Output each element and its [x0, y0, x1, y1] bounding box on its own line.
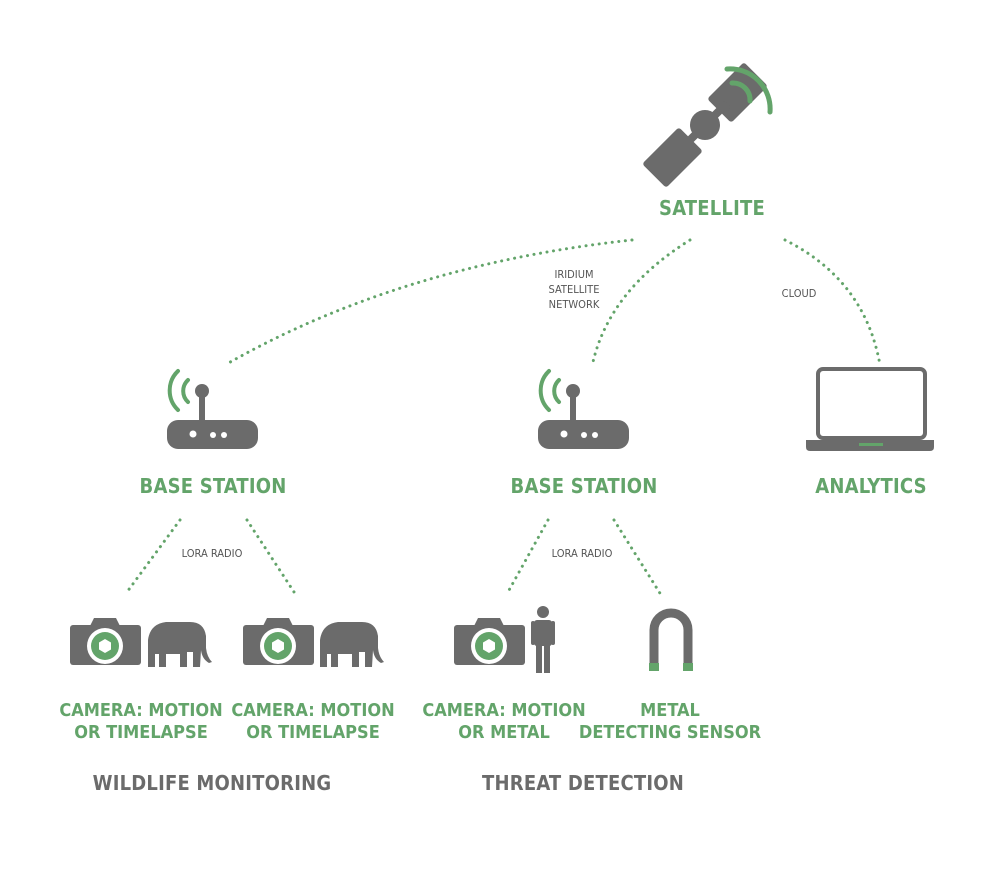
iridium-network-label: IRIDIUM SATELLITE NETWORK [549, 268, 600, 313]
camera-2-label-line-1: CAMERA: MOTION [231, 700, 395, 721]
link-base-right-camera-3 [506, 518, 550, 594]
base-station-right-label: BASE STATION [510, 474, 658, 498]
cloud-label: CLOUD [781, 287, 817, 300]
laptop-icon [806, 367, 934, 451]
metal-sensor-label-line-1: METAL [640, 700, 700, 721]
iridium-label-line-3: NETWORK [548, 297, 600, 311]
camera-3-label-line-1: CAMERA: MOTION [422, 700, 586, 721]
lora-radio-right-label: LORA RADIO [551, 547, 613, 560]
metal-sensor-label: METAL DETECTING SENSOR [579, 700, 761, 743]
satellite-icon [643, 63, 773, 187]
camera-2-label: CAMERA: MOTION OR TIMELAPSE [231, 700, 394, 743]
link-base-left-camera-1 [125, 518, 182, 594]
camera-2-label-line-2: OR TIMELAPSE [246, 721, 380, 743]
elephant-icon [320, 622, 384, 667]
magnet-icon [649, 608, 693, 671]
camera-3-label: CAMERA: MOTION OR METAL [422, 700, 585, 743]
camera-icon [454, 618, 525, 665]
camera-1-label-line-1: CAMERA: MOTION [59, 700, 223, 721]
elephant-icon [148, 622, 212, 667]
link-base-left-camera-2 [245, 518, 298, 597]
camera-1-label: CAMERA: MOTION OR TIMELAPSE [59, 700, 222, 743]
router-icon [538, 369, 629, 449]
iridium-label-line-2: SATELLITE [548, 282, 600, 296]
camera-3-label-line-2: OR METAL [458, 721, 550, 743]
camera-icon [70, 618, 141, 665]
camera-icon [243, 618, 314, 665]
analytics-label: ANALYTICS [815, 474, 927, 498]
lora-radio-left-label: LORA RADIO [181, 547, 243, 560]
wildlife-monitoring-group-label: WILDLIFE MONITORING [92, 771, 332, 795]
camera-1-label-line-2: OR TIMELAPSE [74, 721, 208, 743]
base-station-left-label: BASE STATION [139, 474, 287, 498]
iridium-label-line-1: IRIDIUM [554, 268, 594, 281]
threat-detection-group-label: THREAT DETECTION [482, 771, 684, 795]
link-base-right-metal-sensor [612, 518, 665, 600]
router-icon [167, 369, 258, 449]
person-icon [531, 606, 555, 673]
metal-sensor-label-line-2: DETECTING SENSOR [578, 721, 762, 743]
link-satellite-base-right [591, 238, 692, 364]
satellite-label: SATELLITE [659, 196, 765, 220]
link-satellite-analytics [783, 238, 882, 367]
